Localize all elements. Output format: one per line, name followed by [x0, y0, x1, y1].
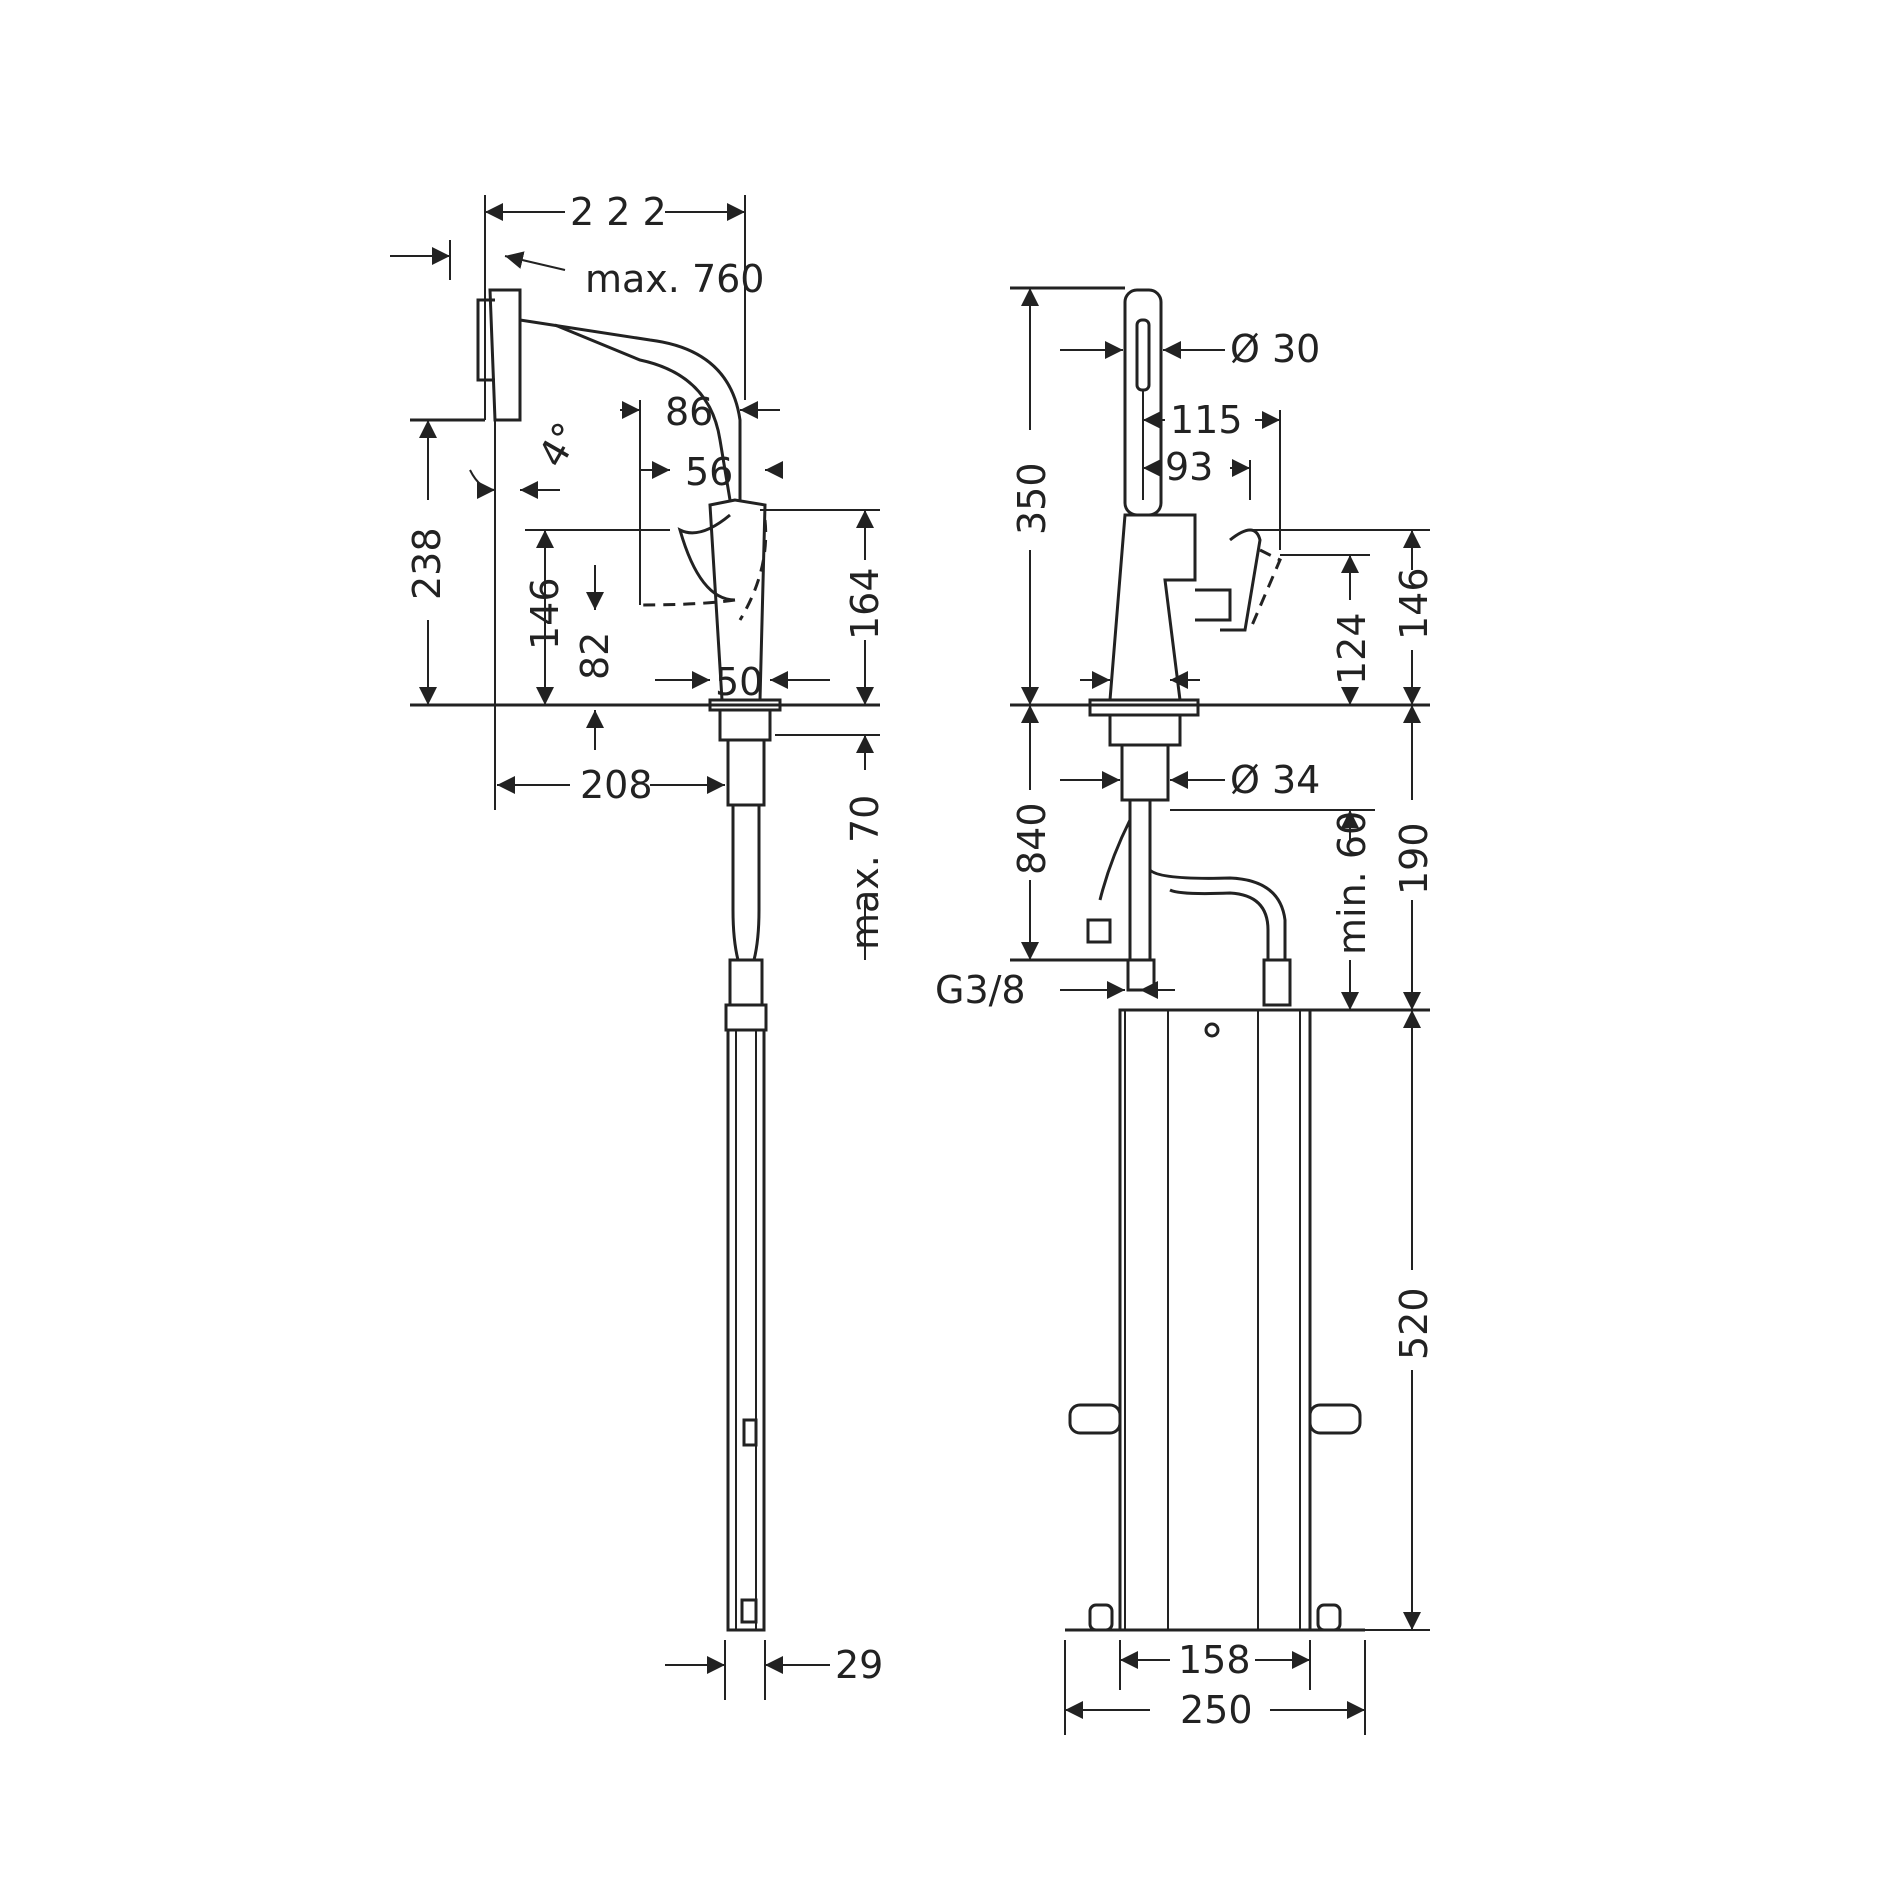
dim-93: 93	[1165, 445, 1213, 489]
dim-82: 82	[573, 632, 617, 680]
side-dimensions	[390, 195, 880, 1700]
dim-124: 124	[1330, 612, 1374, 685]
dim-115: 115	[1170, 398, 1243, 442]
dim-max-760: max. 760	[585, 257, 764, 301]
thread-g38: G3/8	[935, 968, 1026, 1012]
dim-520: 520	[1392, 1287, 1436, 1360]
front-underbody	[1065, 800, 1365, 1632]
dim-56: 56	[685, 450, 733, 494]
front-dimensions	[1010, 286, 1430, 1735]
dim-840: 840	[1010, 802, 1054, 875]
front-view: Ø 30 115 93 350 124 146 Ø 34 840 min. 60…	[935, 286, 1436, 1735]
dim-max-70: max. 70	[843, 795, 887, 950]
dim-164: 164	[843, 567, 887, 640]
dim-29: 29	[835, 1643, 883, 1687]
dim-208: 208	[580, 763, 653, 807]
dim-min-60: min. 60	[1330, 811, 1374, 955]
dim-190: 190	[1392, 822, 1436, 895]
dim-250: 250	[1180, 1688, 1253, 1732]
faucet-front-body	[1088, 288, 1282, 802]
dim-86: 86	[665, 390, 713, 434]
dim-158: 158	[1178, 1638, 1251, 1682]
dim-238: 238	[405, 527, 449, 600]
dim-50: 50	[715, 660, 763, 704]
dim-350: 350	[1010, 462, 1054, 535]
dim-146-front: 146	[1392, 567, 1436, 640]
dim-dia-34: Ø 34	[1230, 758, 1320, 802]
dim-146: 146	[523, 577, 567, 650]
side-view: 2 2 2 max. 760 86 56 4° 238 146 82 164 5…	[390, 190, 887, 1700]
dim-222: 2 2 2	[570, 190, 667, 234]
side-underbody	[724, 738, 768, 1632]
angle-4: 4°	[530, 415, 590, 474]
dim-dia-30: Ø 30	[1230, 327, 1320, 371]
